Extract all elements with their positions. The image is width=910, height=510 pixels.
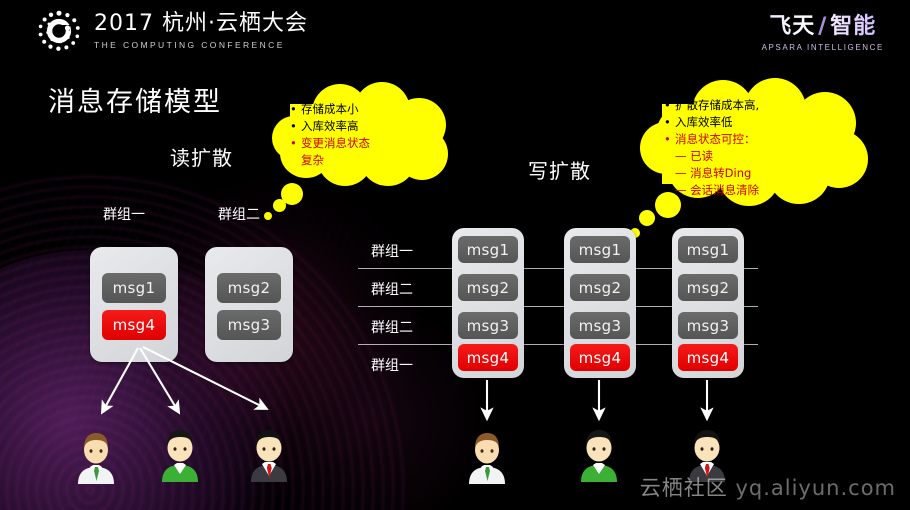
watermark-brand: 云栖社区: [639, 476, 728, 500]
write-column-card-3: msg1 msg2 msg3 msg4: [672, 228, 744, 378]
read-group-label-2: 群组二: [218, 207, 260, 223]
write-row-label-2: 群组二: [371, 282, 413, 298]
message-chip-highlight[interactable]: msg4: [678, 344, 738, 371]
bullet-icon: •: [290, 136, 297, 150]
message-chip-highlight[interactable]: msg4: [102, 310, 166, 340]
avatar-write-user-1: [463, 428, 511, 484]
callout-item-label: 存储成本小: [301, 102, 359, 116]
conference-c-logo-icon: [36, 8, 82, 54]
callout-item: — 会话消息清除: [664, 182, 759, 199]
avatar-read-user-2: [156, 426, 204, 482]
apsara-title-cn-2: 智能: [830, 14, 877, 39]
read-group-label-1: 群组一: [103, 207, 145, 223]
read-diffusion-callout: • 存储成本小 • 入库效率高 • 变更消息状态 复杂: [272, 82, 452, 186]
avatar-read-user-3: [245, 426, 293, 482]
message-chip[interactable]: msg1: [458, 236, 518, 263]
write-row-label-3: 群组二: [371, 320, 413, 336]
callout-item-label: 入库效率低: [675, 115, 733, 129]
bullet-icon: •: [664, 98, 671, 112]
callout-item: • 消息状态可控：: [664, 131, 759, 148]
apsara-slash: /: [818, 14, 828, 39]
cloud-body: [662, 104, 846, 184]
callout-item: 复杂: [290, 152, 370, 169]
callout-item-label: — 消息转Ding: [675, 166, 752, 180]
conference-title: 2017 杭州·云栖大会: [94, 11, 308, 37]
apsara-title: 飞天/智能: [762, 8, 884, 40]
message-chip-highlight[interactable]: msg4: [458, 344, 518, 371]
watermark-url: yq.aliyun.com: [735, 476, 896, 500]
write-diffusion-heading: 写扩散: [528, 159, 591, 183]
row-divider: [358, 344, 758, 345]
callout-item: • 变更消息状态: [290, 135, 370, 152]
write-column-card-1: msg1 msg2 msg3 msg4: [452, 228, 524, 378]
message-chip[interactable]: msg2: [217, 273, 281, 303]
conference-logo: 2017 杭州·云栖大会 THE COMPUTING CONFERENCE: [36, 8, 308, 54]
callout-item-label: 复杂: [301, 153, 324, 167]
callout-item-label: 消息状态可控：: [675, 132, 756, 146]
apsara-logo: 飞天/智能 APSARA INTELLIGENCE: [762, 8, 884, 52]
callout-item: • 入库效率高: [290, 118, 370, 135]
bullet-icon: •: [290, 102, 297, 116]
apsara-title-cn-1: 飞天: [769, 14, 816, 39]
write-column-card-2: msg1 msg2 msg3 msg4: [564, 228, 636, 378]
apsara-subtitle: APSARA INTELLIGENCE: [761, 43, 884, 52]
message-chip-highlight[interactable]: msg4: [570, 344, 630, 371]
message-chip[interactable]: msg2: [570, 274, 630, 301]
read-callout-text: • 存储成本小 • 入库效率高 • 变更消息状态 复杂: [290, 101, 370, 169]
row-divider: [358, 306, 758, 307]
message-chip[interactable]: msg3: [570, 312, 630, 339]
watermark: 云栖社区 yq.aliyun.com: [640, 472, 896, 502]
message-chip[interactable]: msg1: [678, 236, 738, 263]
write-row-label-4: 群组一: [371, 358, 413, 374]
write-diffusion-callout: • 扩散存储成本高, • 入库效率低 • 消息状态可控： — 已读 — 消息转D…: [640, 78, 868, 206]
slide-title: 消息存储模型: [48, 87, 222, 118]
callout-tail-dot: [264, 212, 272, 220]
read-group-card-1: msg1 msg4: [90, 247, 178, 362]
conference-subtitle: THE COMPUTING CONFERENCE: [94, 39, 285, 50]
callout-item-label: — 已读: [675, 149, 714, 163]
message-chip[interactable]: msg3: [458, 312, 518, 339]
read-group-card-2: msg2 msg3: [205, 247, 293, 362]
message-chip[interactable]: msg3: [678, 312, 738, 339]
callout-tail-dot: [273, 199, 286, 212]
write-row-label-1: 群组一: [371, 244, 413, 260]
message-chip[interactable]: msg3: [217, 310, 281, 340]
row-divider: [358, 268, 758, 269]
slide-header: 2017 杭州·云栖大会 THE COMPUTING CONFERENCE 飞天…: [0, 0, 910, 62]
callout-item-label: — 会话消息清除: [675, 183, 760, 197]
callout-item-label: 变更消息状态: [301, 136, 370, 150]
bullet-icon: •: [664, 115, 671, 129]
message-chip[interactable]: msg2: [458, 274, 518, 301]
callout-item-label: 扩散存储成本高,: [675, 98, 760, 112]
bullet-icon: •: [290, 119, 297, 133]
callout-item: • 存储成本小: [290, 101, 370, 118]
message-chip[interactable]: msg1: [102, 273, 166, 303]
callout-item: — 已读: [664, 148, 759, 165]
cloud-body: [290, 104, 434, 166]
callout-item: • 入库效率低: [664, 114, 759, 131]
callout-item-label: 入库效率高: [301, 119, 359, 133]
read-diffusion-heading: 读扩散: [170, 146, 233, 170]
callout-item: • 扩散存储成本高,: [664, 97, 759, 114]
conference-logo-text: 2017 杭州·云栖大会 THE COMPUTING CONFERENCE: [94, 12, 308, 49]
message-chip[interactable]: msg2: [678, 274, 738, 301]
avatar-read-user-1: [72, 428, 120, 484]
message-chip[interactable]: msg1: [570, 236, 630, 263]
bullet-icon: •: [664, 132, 671, 146]
callout-tail-dot: [655, 192, 681, 218]
callout-tail-dot: [630, 228, 640, 238]
callout-tail-dot: [281, 183, 303, 205]
avatar-write-user-2: [575, 426, 623, 482]
write-callout-text: • 扩散存储成本高, • 入库效率低 • 消息状态可控： — 已读 — 消息转D…: [664, 97, 759, 199]
avatar-write-user-3: [683, 426, 731, 482]
callout-tail-dot: [639, 210, 655, 226]
callout-item: — 消息转Ding: [664, 165, 759, 182]
